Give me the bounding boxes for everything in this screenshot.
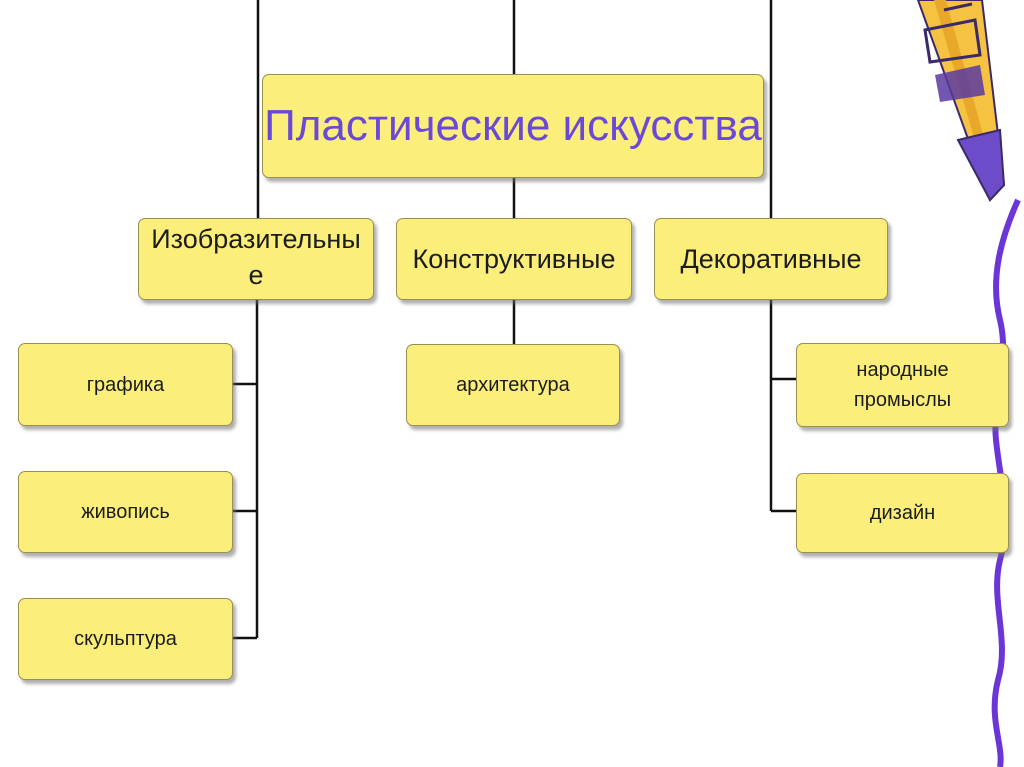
category-label-fine-arts: Изобразительные <box>151 221 361 293</box>
leaf-node-design: дизайн <box>796 473 1009 553</box>
leaf-label-design: дизайн <box>870 498 935 528</box>
leaf-label-sculpture: скульптура <box>74 624 177 654</box>
category-node-constructive: Конструктивные <box>396 218 632 300</box>
root-node: Пластические искусства <box>262 74 764 178</box>
leaf-label-painting: живопись <box>81 497 170 527</box>
leaf-node-graphics: графика <box>18 343 233 426</box>
category-node-decorative: Декоративные <box>654 218 888 300</box>
pencil-icon <box>918 0 1004 200</box>
category-label-decorative: Декоративные <box>681 244 862 275</box>
leaf-label-graphics: графика <box>87 370 164 400</box>
leaf-node-architecture: архитектура <box>406 344 620 426</box>
leaf-label-folk-crafts: народные промыслы <box>843 355 963 415</box>
leaf-node-folk-crafts: народные промыслы <box>796 343 1009 427</box>
category-node-fine-arts: Изобразительные <box>138 218 374 300</box>
leaf-node-painting: живопись <box>18 471 233 553</box>
leaf-label-architecture: архитектура <box>456 370 570 400</box>
root-label: Пластические искусства <box>264 101 762 151</box>
category-label-constructive: Конструктивные <box>413 244 616 275</box>
leaf-node-sculpture: скульптура <box>18 598 233 680</box>
